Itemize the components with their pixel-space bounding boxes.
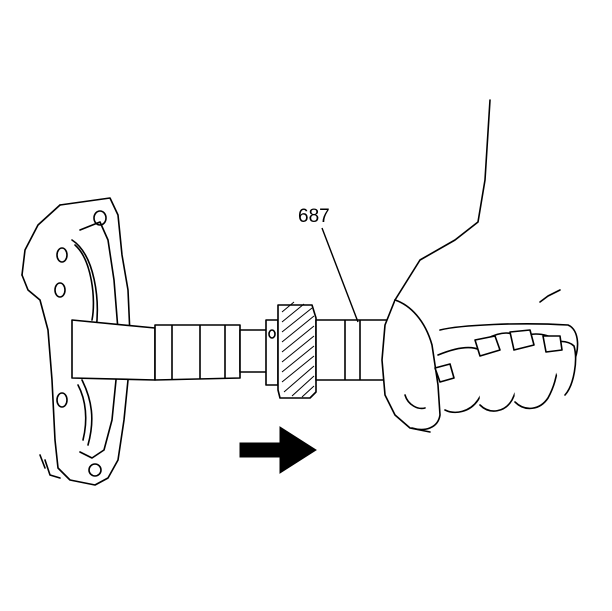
hand <box>381 99 579 433</box>
part-number-label: 687 <box>298 206 330 227</box>
leader-line <box>321 227 359 323</box>
output-shaft <box>71 304 396 399</box>
callout: 687 <box>298 206 359 323</box>
gear-teeth <box>281 301 315 398</box>
arrow-right-icon <box>239 426 317 474</box>
